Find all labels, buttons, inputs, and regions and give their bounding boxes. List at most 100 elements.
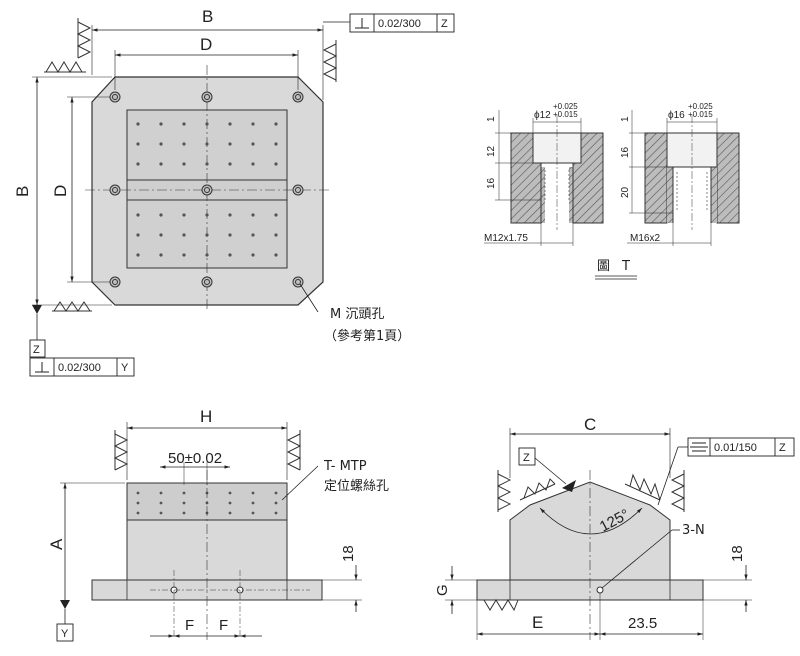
t-left-tol-lower: +0.015 (553, 110, 578, 119)
grid-hole (159, 233, 163, 237)
detail-t-caption-letter: T (621, 259, 630, 274)
grid-hole (274, 501, 278, 505)
grid-hole (136, 253, 140, 257)
datum-mark-side-left (496, 470, 512, 512)
datum-mark-top-left (76, 18, 92, 59)
grid-hole (182, 511, 186, 515)
symmetry-tolerance: 0.01/150 (714, 442, 757, 454)
grid-hole (182, 142, 186, 146)
grid-hole (228, 122, 232, 126)
note-3n: 3-N (682, 523, 705, 538)
perp-datum: Y (121, 362, 129, 374)
grid-hole (159, 501, 163, 505)
grid-hole (182, 501, 186, 505)
note-t-mtp: T- MTP (323, 459, 367, 474)
grid-hole (228, 491, 232, 495)
dim-f-right: F (219, 617, 228, 634)
t-right-d1: 1 (620, 116, 631, 122)
dim-d-top: D (200, 35, 212, 54)
grid-hole (228, 233, 232, 237)
grid-hole (274, 142, 278, 146)
dim-pitch: 50±0.02 (168, 450, 222, 467)
grid-hole (251, 142, 255, 146)
front-view: H 50±0.02 T- MTP 定位螺絲孔 A Y 18 F F (47, 407, 389, 642)
grid-hole (251, 122, 255, 126)
perp-tolerance: 0.02/300 (58, 362, 101, 374)
t-left-tol-upper: +0.025 (553, 102, 578, 111)
note-m-counterbore: M 沉頭孔 (330, 307, 384, 322)
t-left-d2: 12 (486, 145, 497, 157)
top-grid-holes (136, 122, 278, 257)
grid-hole (251, 501, 255, 505)
t-left-d1: 1 (486, 116, 497, 122)
datum-mark-top-right (322, 40, 338, 82)
grid-hole (136, 501, 140, 505)
grid-hole (228, 253, 232, 257)
t-right-tol-upper: +0.025 (688, 102, 713, 111)
dim-g: G (434, 584, 451, 596)
grid-hole (182, 253, 186, 257)
grid-hole (251, 213, 255, 217)
grid-hole (228, 162, 232, 166)
t-right-d2: 16 (620, 146, 631, 158)
grid-hole (228, 142, 232, 146)
t-right-tol-lower: +0.015 (688, 110, 713, 119)
grid-hole (136, 233, 140, 237)
grid-hole (205, 253, 209, 257)
dim-c: C (584, 415, 596, 434)
grid-hole (159, 213, 163, 217)
grid-hole (205, 122, 209, 126)
datum-y-label: Y (61, 628, 69, 640)
dim-h: H (200, 407, 212, 426)
top-view: B D B D 0.02/300 Z (13, 7, 455, 377)
dim-e: E (532, 613, 543, 632)
grid-hole (159, 142, 163, 146)
flatness-datum: Z (441, 18, 448, 30)
grid-hole (159, 122, 163, 126)
datum-mark-slope-left (519, 478, 556, 501)
t-left-thread: M12x1.75 (484, 233, 528, 244)
grid-hole (251, 511, 255, 515)
counterbore-holes (109, 91, 304, 288)
grid-hole (274, 253, 278, 257)
datum-mark-front-left (113, 430, 129, 471)
grid-hole (274, 491, 278, 495)
t-right-thread: M16x2 (630, 233, 660, 244)
t-right-dia: ϕ16 (668, 110, 685, 121)
grid-hole (205, 233, 209, 237)
grid-hole (182, 213, 186, 217)
side-datum-z-label: Z (523, 452, 530, 464)
grid-hole (159, 511, 163, 515)
side-datum-triangle (562, 480, 576, 492)
grid-hole (228, 501, 232, 505)
note-m-reference: （參考第1頁） (324, 329, 410, 344)
datum-z-label: Z (33, 344, 40, 356)
dim-d-left: D (51, 185, 70, 197)
grid-hole (159, 253, 163, 257)
grid-hole (274, 213, 278, 217)
grid-hole (274, 122, 278, 126)
dim-a: A (47, 538, 66, 550)
grid-hole (136, 142, 140, 146)
flatness-frame-top: 0.02/300 Z (323, 13, 455, 33)
grid-hole (205, 213, 209, 217)
grid-hole (274, 511, 278, 515)
grid-hole (274, 162, 278, 166)
datum-mark-front-right (286, 430, 302, 471)
note-locating-screw: 定位螺絲孔 (324, 479, 389, 494)
grid-hole (136, 213, 140, 217)
front-grid-holes (136, 491, 278, 515)
datum-mark-slope-right (624, 473, 661, 501)
dim-18-side: 18 (729, 545, 746, 562)
detail-t-right: 1 16 20 ϕ16 +0.025 +0.015 M16x2 (620, 102, 740, 246)
grid-hole (182, 162, 186, 166)
dim-18-front: 18 (340, 545, 357, 562)
grid-hole (136, 511, 140, 515)
datum-mark-side-right (670, 470, 686, 512)
t-left-d3: 16 (486, 177, 497, 189)
grid-hole (159, 491, 163, 495)
symmetry-frame: 0.01/150 Z (657, 437, 795, 506)
t-right-d3: 20 (620, 186, 631, 198)
grid-hole (251, 253, 255, 257)
